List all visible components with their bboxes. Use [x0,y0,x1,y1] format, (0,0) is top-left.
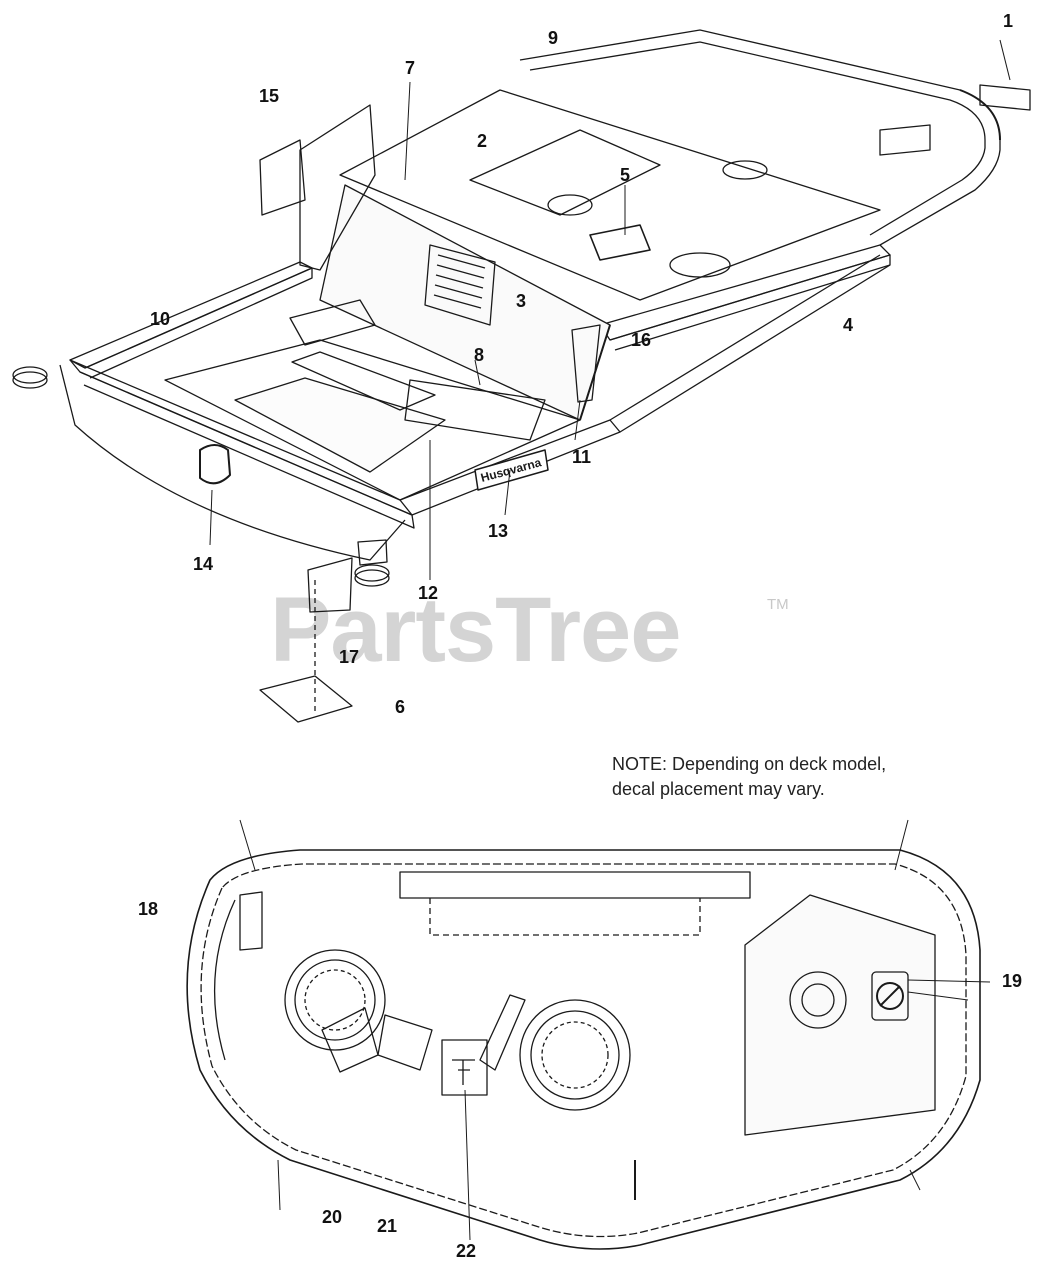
callout-12[interactable]: 12 [418,583,439,603]
callout-7[interactable]: 7 [405,58,416,78]
trademark-mark: TM [767,596,789,613]
callout-21[interactable]: 21 [377,1216,398,1236]
seat-plate [339,84,1031,301]
callout-11[interactable]: 11 [572,447,592,467]
callout-14[interactable]: 14 [193,554,214,574]
callout-16[interactable]: 16 [631,330,652,350]
callout-4[interactable]: 4 [843,315,854,335]
callout-9[interactable]: 9 [548,28,559,48]
floor-pan [164,299,581,501]
callout-13[interactable]: 13 [488,521,509,541]
caster-wheels [12,366,390,587]
callout-2[interactable]: 2 [477,131,488,151]
callout-1[interactable]: 1 [1003,11,1014,31]
leader-lines-upper [209,39,1011,580]
callout-3[interactable]: 3 [516,291,527,311]
callout-22[interactable]: 22 [456,1241,477,1261]
rear-frame-tube [519,29,1001,246]
callout-19[interactable]: 19 [1002,971,1023,991]
parts-tree-watermark: PartsTree [270,579,681,681]
loose-decals [259,557,353,723]
left-side-plate [259,104,376,271]
callout-15[interactable]: 15 [259,86,280,106]
callout-6[interactable]: 6 [395,697,406,717]
mower-deck [186,819,991,1250]
callout-20[interactable]: 20 [322,1207,343,1227]
brand-rail-decal: Husqvarna [474,449,549,491]
note-line-2: decal placement may vary. [612,779,825,799]
note-line-1: NOTE: Depending on deck model, [612,754,887,774]
callout-8[interactable]: 8 [474,345,485,365]
placement-note: NOTE: Depending on deck model, decal pla… [612,752,886,802]
callout-10[interactable]: 10 [150,309,171,329]
front-bumper [59,364,406,561]
callout-17[interactable]: 17 [339,647,360,667]
callout-18[interactable]: 18 [138,899,159,919]
callout-5[interactable]: 5 [620,165,631,185]
